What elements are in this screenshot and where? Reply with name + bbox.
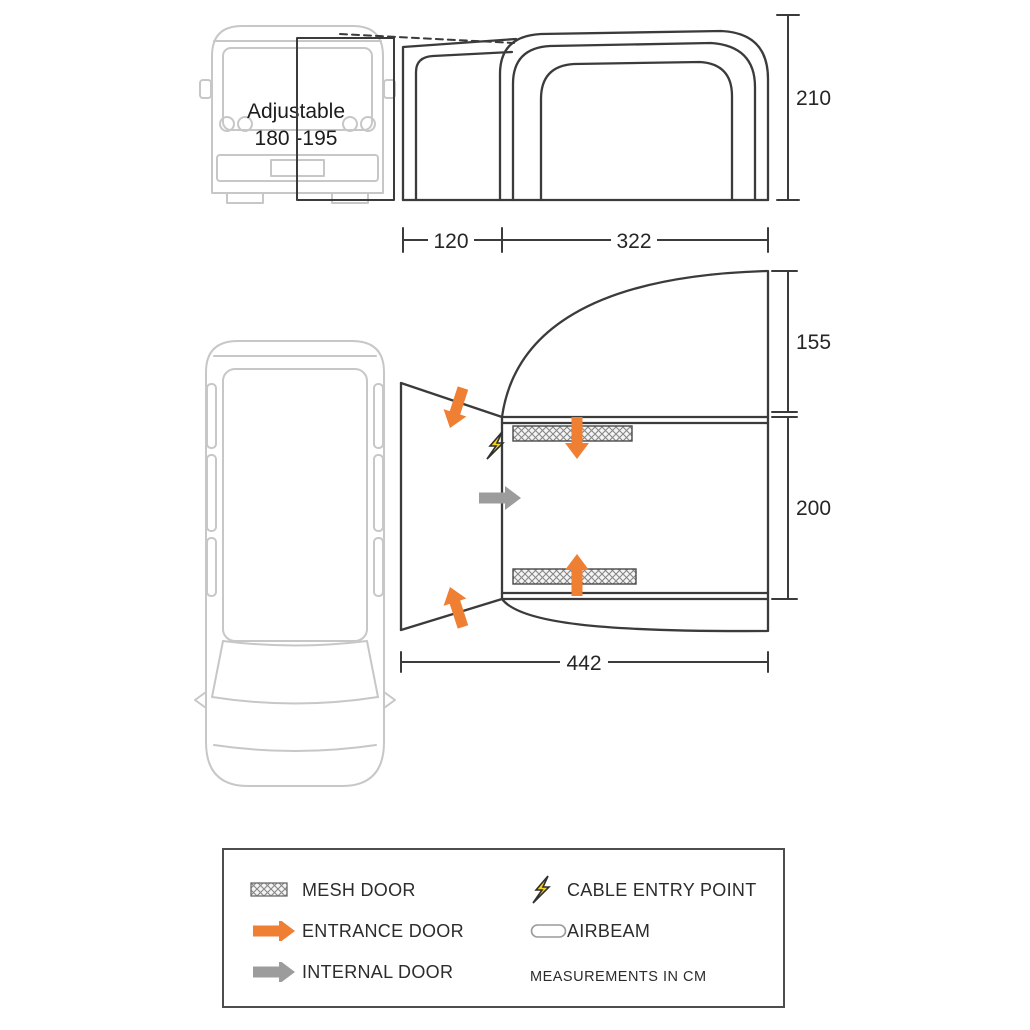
awning-plan-view [399, 269, 770, 633]
side-view-dimensions: 210 120 322 [402, 14, 831, 253]
headlight-icon [342, 116, 358, 132]
dim-awning-height: 210 [796, 87, 831, 110]
side-window [373, 537, 384, 597]
headlight-icon [360, 116, 376, 132]
legend-item-entrance-door: ENTRANCE DOOR [250, 916, 464, 946]
wing-mirror [194, 691, 207, 709]
dim-main-depth: 200 [796, 497, 831, 520]
entrance-door-arrow-icon [250, 921, 302, 941]
label-mask [560, 650, 608, 674]
legend-label-cable-entry: CABLE ENTRY POINT [567, 879, 757, 900]
side-window [206, 537, 217, 597]
legend-label-entrance-door: ENTRANCE DOOR [302, 920, 464, 941]
plan-view-dimensions: 155 200 442 [400, 270, 831, 675]
headlight-icon [237, 116, 253, 132]
airbeam-icon [530, 923, 567, 939]
entrance-door-arrow-icon [438, 583, 475, 631]
front-door-swing-arc-bottom [500, 597, 769, 633]
legend-box: MESH DOOR ENTRANCE DOOR INTERNAL DOOR CA… [222, 848, 785, 1008]
van-top-view [194, 340, 396, 787]
headlight-icon [219, 116, 235, 132]
dim-awning-length: 322 [616, 230, 651, 253]
awning-dome-outer [498, 29, 770, 202]
awning-dome-inner [511, 41, 757, 202]
width-dimension-line [402, 227, 769, 253]
hood-line [213, 744, 377, 752]
entrance-door-arrow-icon [438, 384, 475, 432]
dim-tunnel-length: 120 [433, 230, 468, 253]
mirror [199, 79, 212, 99]
cowl-line [211, 696, 379, 705]
legend-item-internal-door: INTERNAL DOOR [250, 957, 453, 987]
legend-label-internal-door: INTERNAL DOOR [302, 961, 454, 982]
front-door-swing-arc-top [500, 269, 769, 419]
roof-front-edge [222, 640, 368, 647]
awning-door-outline [539, 60, 734, 202]
connection-tunnel-outline [296, 37, 395, 201]
front-depth-bracket [771, 270, 798, 413]
cable-entry-bolt-icon [530, 875, 567, 905]
main-top-wall [500, 415, 770, 425]
roof-outline [222, 368, 368, 642]
label-mask [611, 229, 657, 252]
dim-front-depth: 155 [796, 331, 831, 354]
tunnel-outer [401, 37, 518, 202]
wheel [226, 192, 264, 204]
tunnel-walls [399, 381, 504, 632]
legend-label-airbeam: AIRBEAM [567, 920, 651, 941]
windshield-pillars [211, 640, 379, 698]
internal-door-arrow-icon [479, 486, 521, 510]
tunnel-inner [414, 50, 514, 202]
cable-entry-bolt-icon [486, 431, 504, 460]
legend-label-mesh-door: MESH DOOR [302, 879, 416, 900]
legend-item-airbeam: AIRBEAM [530, 916, 650, 946]
awning-side-view [296, 29, 770, 202]
side-window [206, 454, 217, 532]
legend-item-mesh-door: MESH DOOR [250, 875, 416, 905]
label-mask [428, 229, 474, 252]
legend-item-cable-entry: CABLE ENTRY POINT [530, 875, 757, 905]
legend-item-measurements-note: MEASUREMENTS IN CM [530, 962, 707, 992]
side-window [373, 454, 384, 532]
mesh-door-icon [250, 882, 302, 898]
measurements-note: MEASUREMENTS IN CM [530, 969, 707, 985]
side-window [373, 383, 384, 449]
wing-mirror [383, 691, 396, 709]
main-bottom-wall [500, 591, 770, 601]
main-depth-bracket [771, 416, 798, 600]
internal-door-arrow-icon [250, 962, 302, 982]
wheel [331, 192, 369, 204]
dim-total-length: 442 [566, 652, 601, 675]
height-bracket [776, 14, 800, 201]
side-window [206, 383, 217, 449]
